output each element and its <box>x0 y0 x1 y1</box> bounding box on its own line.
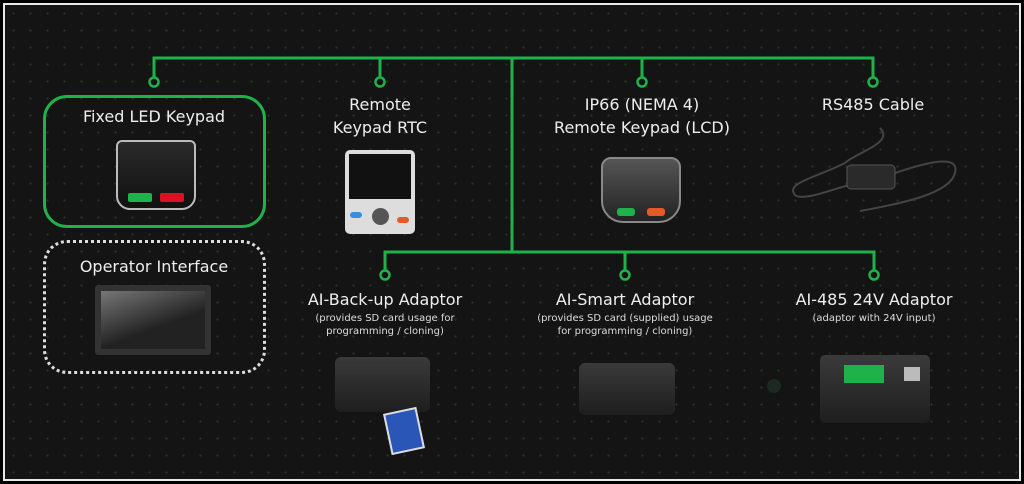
backup-adaptor-label: AI-Back-up Adaptor <box>307 290 463 309</box>
remote-keypad-rtc-label-1: Remote <box>349 95 411 114</box>
ai485-adaptor-label: AI-485 24V Adaptor <box>795 290 953 309</box>
backup-adaptor-desc-2: programming / cloning) <box>326 326 444 337</box>
node-circle <box>619 269 631 281</box>
node-circle <box>148 76 160 88</box>
smart-adaptor-desc-2: for programming / cloning) <box>557 326 693 337</box>
ai485-adaptor-image <box>820 355 930 423</box>
ip66-label-2: Remote Keypad (LCD) <box>554 118 730 137</box>
smart-adaptor-image <box>579 363 675 415</box>
rs485-cable-image <box>792 127 957 212</box>
node-circle <box>636 76 648 88</box>
node-circle <box>379 269 391 281</box>
ip66-label-1: IP66 (NEMA 4) <box>584 95 700 114</box>
remote-keypad-rtc-image <box>345 150 415 234</box>
remote-keypad-rtc-label-2: Keypad RTC <box>332 118 428 137</box>
bottom-bus-line <box>383 250 876 273</box>
ip66-keypad-image <box>601 157 681 223</box>
backup-adaptor-image <box>335 357 430 412</box>
node-circle <box>374 76 386 88</box>
operator-interface-image <box>95 285 211 355</box>
rs485-cable-label: RS485 Cable <box>821 95 925 114</box>
node-circle <box>868 269 880 281</box>
diagram-frame: Fixed LED Keypad Remote Keypad RTC IP66 … <box>3 3 1021 481</box>
operator-interface-label: Operator Interface <box>79 257 229 276</box>
connection-lines <box>148 56 880 281</box>
operator-interface-box <box>43 240 266 374</box>
fixed-led-keypad-image <box>116 140 196 210</box>
fixed-led-keypad-label: Fixed LED Keypad <box>82 107 226 126</box>
backup-adaptor-desc-1: (provides SD card usage for <box>315 313 455 324</box>
fixed-led-keypad-box <box>43 95 266 228</box>
ai485-adaptor-desc: (adaptor with 24V input) <box>812 313 936 324</box>
node-circle <box>867 76 879 88</box>
decorative-dot <box>767 379 781 393</box>
smart-adaptor-label: AI-Smart Adaptor <box>555 290 695 309</box>
smart-adaptor-desc-1: (provides SD card (supplied) usage <box>537 313 713 324</box>
